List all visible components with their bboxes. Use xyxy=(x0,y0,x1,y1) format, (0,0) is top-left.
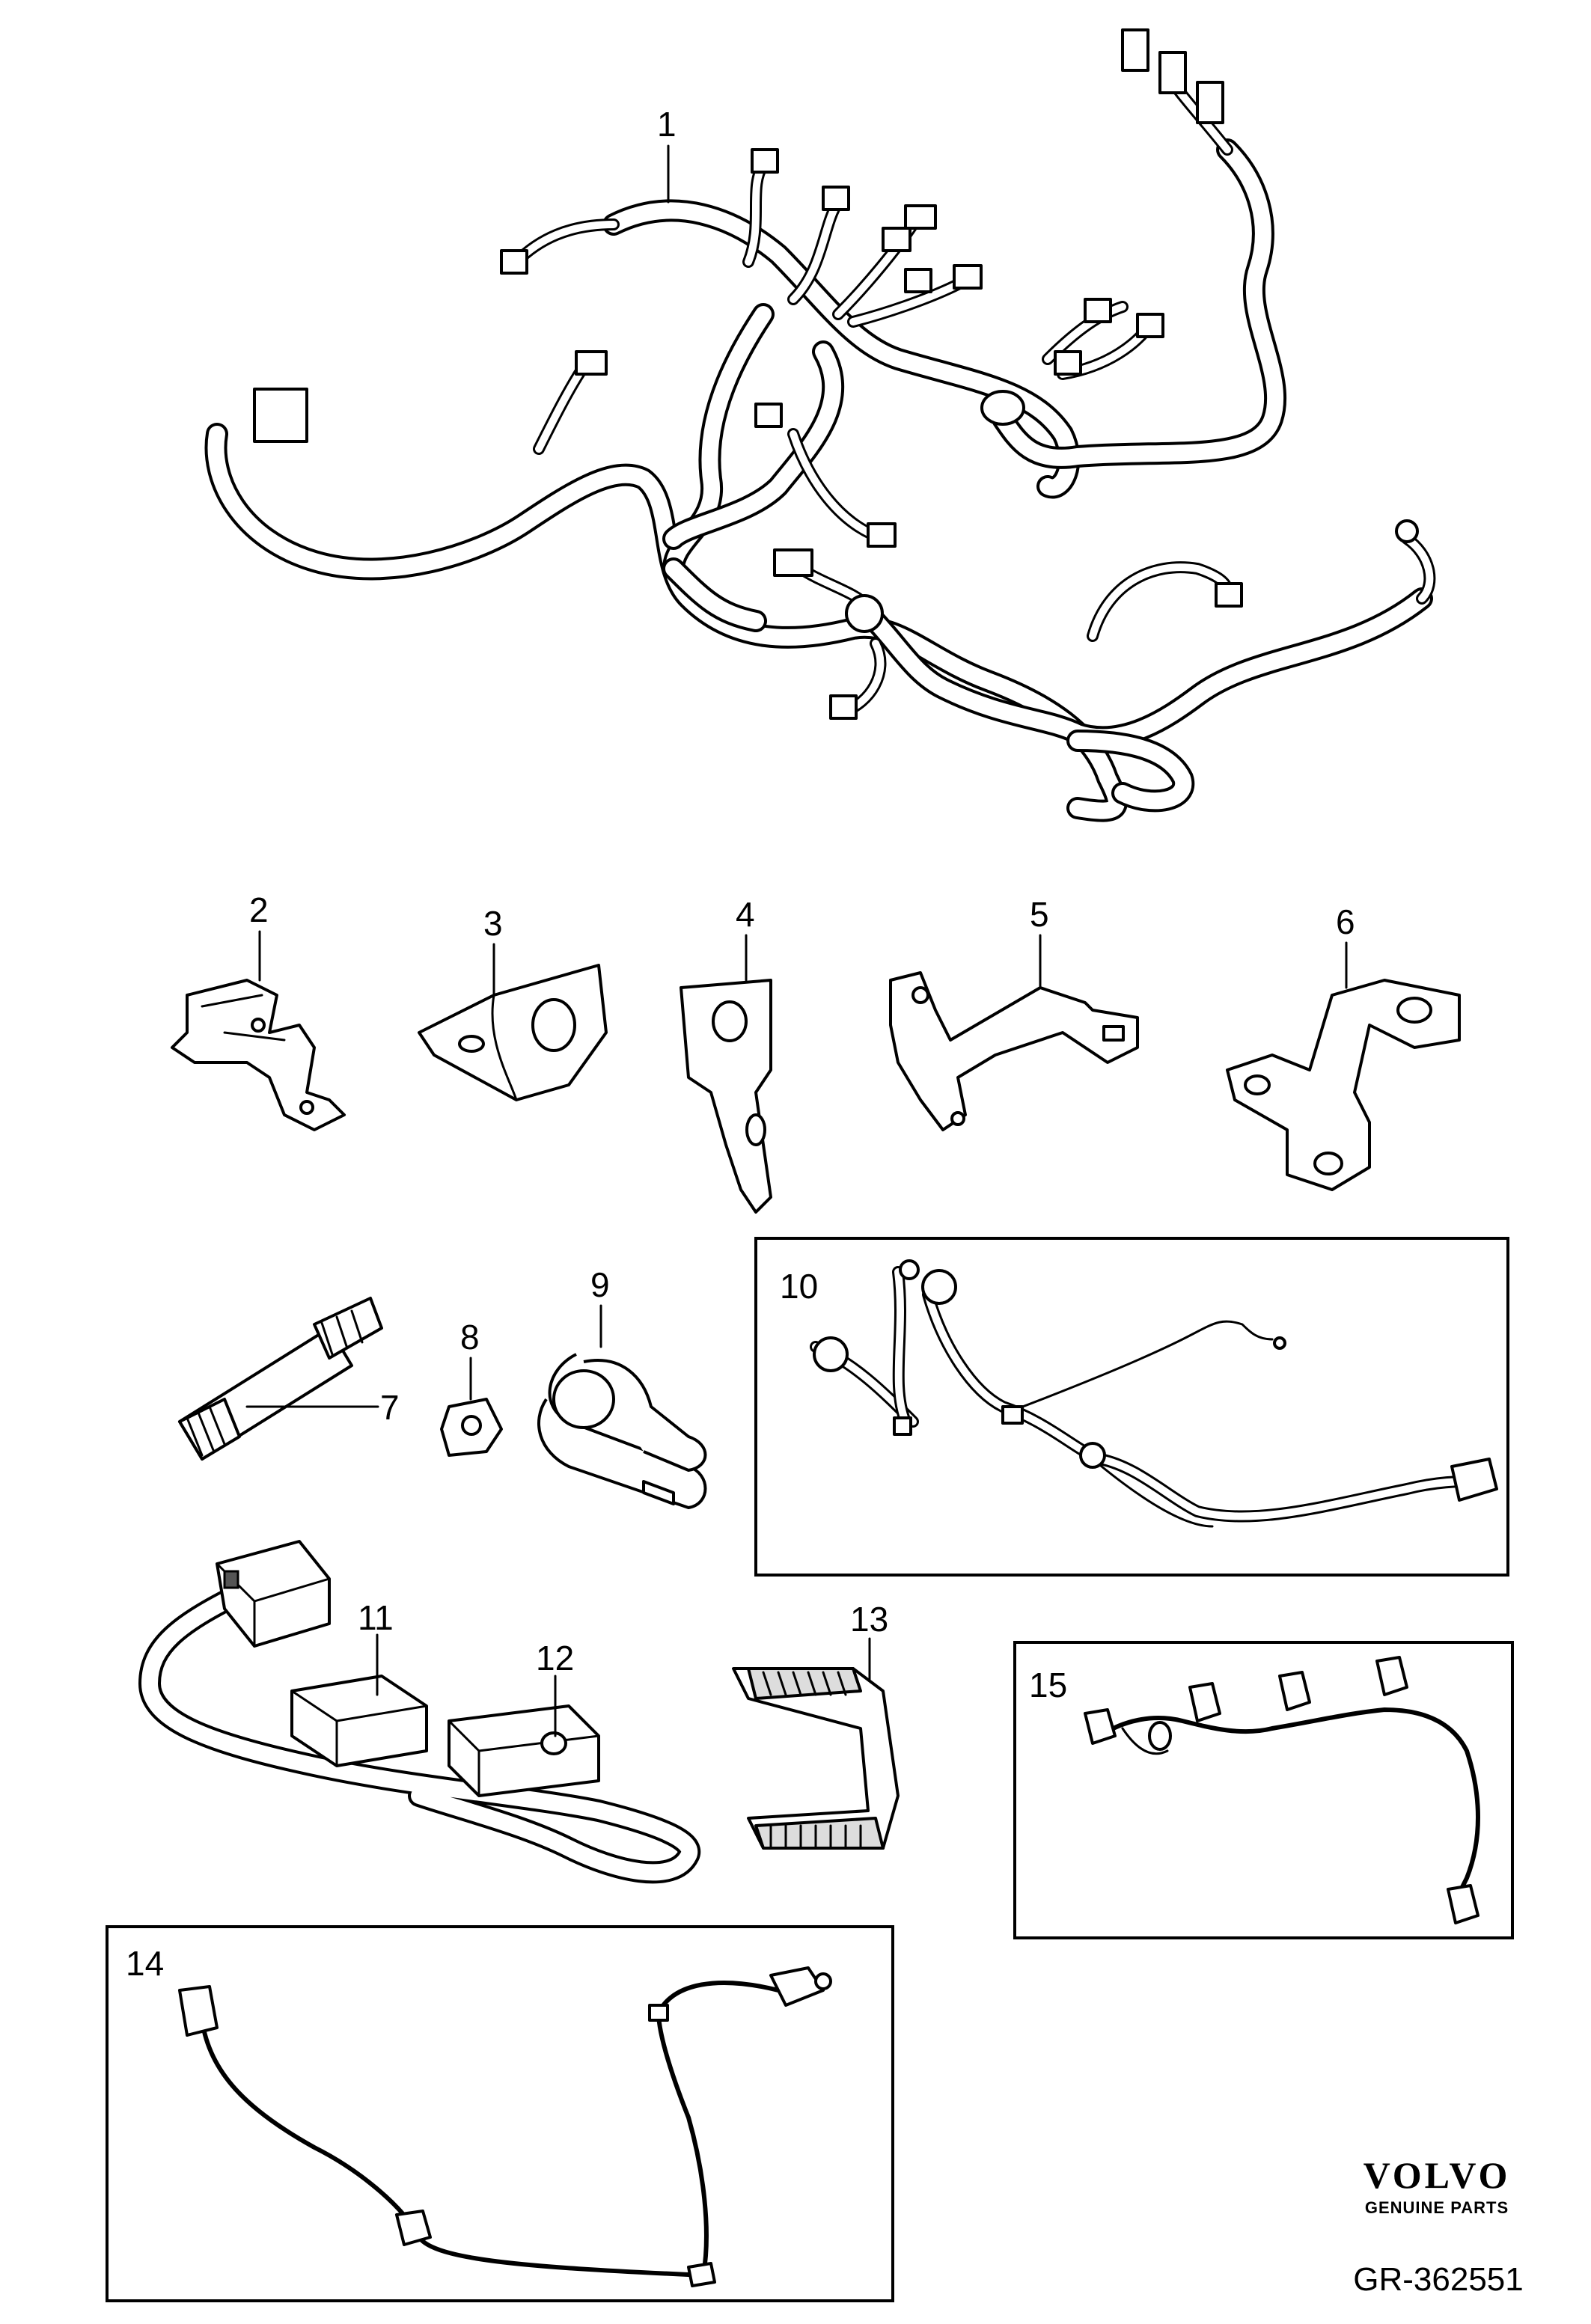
connector xyxy=(867,522,897,548)
callout-2: 2 xyxy=(249,890,269,929)
connector xyxy=(829,694,858,720)
connector xyxy=(1158,51,1187,94)
volvo-logo: VOLVO xyxy=(1363,2154,1511,2196)
harness-11-12: 11 12 xyxy=(138,1540,701,1884)
connector xyxy=(575,350,608,376)
callout-9: 9 xyxy=(590,1265,610,1304)
callout-14: 14 xyxy=(126,1944,164,1983)
connector xyxy=(822,186,850,211)
grommet xyxy=(980,390,1025,426)
callout-13: 13 xyxy=(850,1600,888,1639)
clip-13: 13 xyxy=(732,1600,900,1850)
ring-terminal xyxy=(1395,519,1419,543)
connector xyxy=(1084,298,1112,323)
callout-1: 1 xyxy=(657,105,677,144)
callout-5: 5 xyxy=(1030,895,1049,934)
harness-10-frame: 10 xyxy=(754,1237,1509,1577)
connector xyxy=(1136,313,1164,338)
callout-3: 3 xyxy=(483,904,503,943)
callout-6: 6 xyxy=(1336,902,1355,941)
connector xyxy=(773,548,813,577)
connector xyxy=(1215,582,1243,608)
harness-14-frame: 14 xyxy=(106,1925,894,2302)
connector xyxy=(953,264,983,290)
callout-4: 4 xyxy=(736,895,755,934)
grommet xyxy=(845,594,884,633)
bracket-3: 3 xyxy=(418,904,608,1101)
main-wiring-harness: 1 xyxy=(204,28,1436,822)
connector xyxy=(1196,81,1224,124)
callout-7: 7 xyxy=(380,1388,400,1427)
connector xyxy=(904,204,937,230)
bracket-2: 2 xyxy=(171,890,346,1131)
connector-block xyxy=(253,388,308,443)
clip-9: 9 xyxy=(537,1265,707,1509)
bracket-4: 4 xyxy=(680,895,772,1214)
nut-8: 8 xyxy=(440,1318,503,1457)
callout-12: 12 xyxy=(536,1639,574,1678)
bracket-6: 6 xyxy=(1226,902,1461,1191)
genuine-parts-label: GENUINE PARTS xyxy=(1364,2198,1509,2217)
callout-15: 15 xyxy=(1029,1666,1067,1704)
stud-7: 7 xyxy=(178,1297,400,1461)
connector xyxy=(1121,28,1149,72)
diagram-reference: GR-362551 xyxy=(1353,2261,1524,2298)
callout-10: 10 xyxy=(780,1267,818,1306)
connector xyxy=(904,268,932,293)
connector xyxy=(1054,350,1082,376)
callout-8: 8 xyxy=(460,1318,480,1357)
connector xyxy=(751,148,779,174)
callout-11: 11 xyxy=(358,1598,394,1637)
harness-15-frame: 15 xyxy=(1013,1641,1514,1939)
connector xyxy=(754,403,783,428)
connector xyxy=(500,249,528,275)
connector xyxy=(882,227,911,252)
bracket-5: 5 xyxy=(889,895,1139,1131)
